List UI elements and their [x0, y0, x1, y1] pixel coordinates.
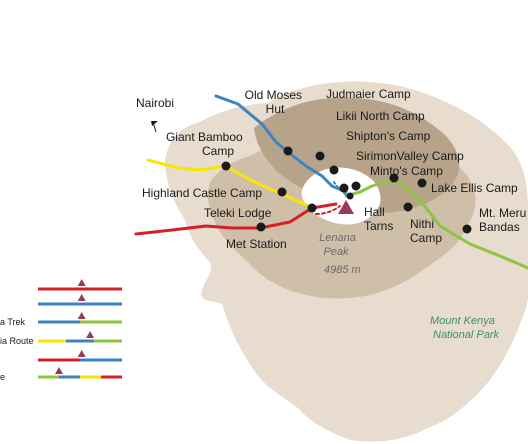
legend-row	[38, 350, 122, 362]
label-nairobi: Nairobi	[136, 96, 174, 110]
label-likii-north-camp: Likii North Camp	[336, 109, 425, 123]
label-nithi-line1: Nithi	[410, 217, 434, 231]
dot-likii-north-camp	[329, 165, 339, 175]
legend: a Trek ia Route e	[0, 279, 122, 382]
legend-label: a Trek	[0, 317, 26, 327]
label-lenana-elevation: 4985 m	[324, 264, 361, 276]
legend-row: e	[0, 367, 122, 382]
label-met-station: Met Station	[226, 237, 287, 251]
summit-label: Lenana Peak 4985 m	[319, 232, 361, 276]
legend-summit-triangle-icon	[77, 294, 86, 301]
label-park-line2: National Park	[433, 329, 500, 341]
label-giant-bamboo-line1: Giant Bamboo	[166, 130, 243, 144]
label-hall-tarns: Hall Tarns	[364, 205, 393, 233]
label-nithi-camp: Nithi Camp	[410, 217, 442, 245]
label-mt-meru-bandas: Mt. Meru Bandas	[479, 206, 528, 234]
park-label: Mount Kenya National Park	[430, 315, 500, 341]
dot-mt-meru-bandas	[462, 224, 472, 234]
legend-row: a Trek	[0, 312, 122, 327]
label-park-line1: Mount Kenya	[430, 315, 495, 327]
legend-row	[38, 294, 122, 306]
label-mintos-camp: Minto's Camp	[370, 164, 443, 178]
label-mt-meru-line1: Mt. Meru	[479, 206, 526, 220]
legend-summit-triangle-icon	[77, 279, 86, 286]
label-old-moses-line2: Hut	[266, 102, 285, 116]
route-red-dashed	[315, 205, 341, 215]
dot-giant-bamboo-camp	[221, 161, 231, 171]
dot-shiptons-camp	[339, 183, 349, 193]
route-green	[344, 178, 528, 270]
label-mt-meru-line2: Bandas	[479, 220, 520, 234]
label-hall-tarns-line1: Hall	[364, 205, 385, 219]
label-mount-kenya-park: Mount Kenya National Park	[430, 315, 500, 341]
snow-cap	[301, 167, 381, 225]
terrain	[165, 81, 528, 442]
legend-label: ia Route	[0, 336, 34, 346]
legend-row	[38, 279, 122, 291]
dot-old-moses-hut	[283, 146, 293, 156]
legend-label: e	[0, 372, 5, 382]
nairobi-arrow-icon	[151, 121, 158, 133]
dot-teleki-lodge	[307, 203, 317, 213]
label-lenana-line1: Lenana	[319, 232, 356, 244]
label-teleki-lodge: Teleki Lodge	[204, 206, 272, 220]
place-labels: Nairobi Old Moses Hut Judmaier Camp Liki…	[136, 87, 528, 251]
label-nithi-line2: Camp	[410, 231, 442, 245]
dot-nithi-camp	[403, 202, 413, 212]
camp-dots	[221, 146, 472, 234]
dot-hall-tarns	[346, 192, 354, 200]
label-lenana-line2: Peak	[323, 246, 349, 258]
legend-row: ia Route	[0, 331, 122, 346]
legend-summit-triangle-icon	[86, 331, 95, 338]
label-hall-tarns-line2: Tarns	[364, 219, 393, 233]
label-old-moses-hut: Old Moses Hut	[245, 88, 306, 116]
legend-summit-triangle-icon	[77, 350, 86, 357]
dot-sirimon-valley-camp	[351, 181, 361, 191]
label-giant-bamboo-camp: Giant Bamboo Camp	[166, 130, 246, 158]
label-lake-ellis-camp: Lake Ellis Camp	[431, 181, 518, 195]
route-yellow	[146, 158, 316, 210]
label-giant-bamboo-line2: Camp	[202, 144, 234, 158]
dot-highland-castle-camp	[277, 187, 287, 197]
dot-met-station	[256, 222, 266, 232]
dot-lake-ellis-camp	[417, 178, 427, 188]
summit-marker	[338, 200, 354, 214]
label-old-moses-line1: Old Moses	[245, 88, 302, 102]
label-judmaier-camp: Judmaier Camp	[326, 87, 411, 101]
label-sirimon-valley-camp: SirimonValley Camp	[356, 149, 464, 163]
dot-mintos-camp	[389, 173, 399, 183]
summit-triangle-icon	[338, 200, 354, 214]
label-highland-castle-camp: Highland Castle Camp	[142, 186, 262, 200]
label-shiptons-camp: Shipton's Camp	[346, 129, 431, 143]
legend-summit-triangle-icon	[55, 367, 63, 374]
label-lenana-peak: Lenana Peak	[319, 232, 359, 258]
dot-judmaier-camp	[315, 151, 325, 161]
legend-summit-triangle-icon	[77, 312, 86, 319]
